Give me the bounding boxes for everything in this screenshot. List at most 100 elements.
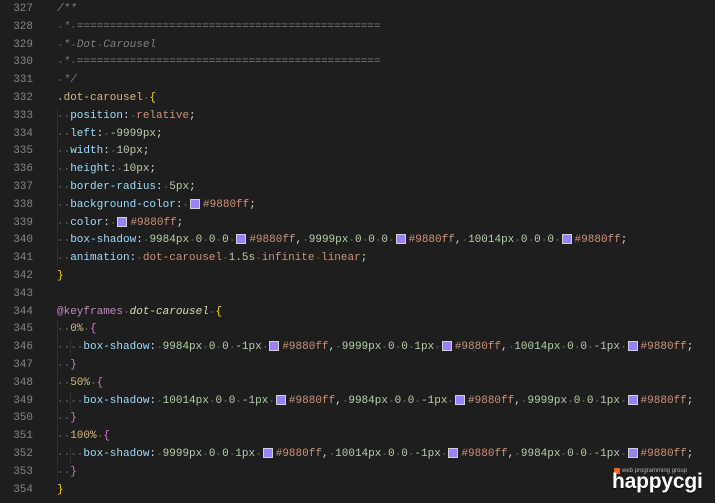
line-content: } — [57, 356, 715, 375]
css-number-value: 0 — [534, 234, 541, 247]
punctuation: ; — [149, 163, 157, 176]
line-number: 331 — [13, 74, 33, 87]
keyframe-selector: 50% — [70, 376, 91, 389]
punctuation: : — [156, 180, 163, 193]
code-line[interactable]: 330 * ==================================… — [0, 54, 715, 72]
code-line[interactable]: 345 0% { — [0, 321, 715, 340]
punctuation: ; — [249, 198, 256, 211]
line-content: box-shadow: 9984px 0 0 0 #9880ff, 9999px… — [57, 232, 715, 251]
color-swatch[interactable] — [561, 234, 572, 245]
code-line[interactable]: 339 color: #9880ff; — [0, 214, 715, 233]
code-line[interactable]: 341 animation: dot-carousel 1.5s infinit… — [0, 250, 715, 268]
color-swatch[interactable] — [627, 394, 638, 405]
color-swatch[interactable] — [455, 394, 466, 405]
code-line[interactable]: 334 left: -9999px; — [0, 125, 715, 144]
whitespace-marker — [83, 323, 91, 336]
line-content: } — [57, 268, 715, 286]
line-number: 351 — [13, 430, 33, 443]
color-swatch[interactable] — [395, 234, 406, 245]
color-swatch[interactable] — [269, 341, 280, 352]
color-swatch[interactable] — [627, 341, 638, 352]
css-number-value: 0 — [381, 234, 389, 247]
whitespace-marker — [202, 447, 209, 460]
whitespace-marker — [567, 394, 574, 407]
code-line[interactable]: 354} — [0, 482, 715, 500]
color-swatch[interactable] — [275, 394, 286, 405]
code-line[interactable]: 344@keyframes dot-carousel { — [0, 304, 715, 322]
code-line[interactable]: 353 } — [0, 463, 715, 482]
css-number-value: -1px — [414, 447, 441, 460]
whitespace-marker — [619, 447, 627, 460]
code-line[interactable]: 348 50% { — [0, 374, 715, 393]
whitespace-marker — [57, 412, 71, 425]
code-line[interactable]: 342} — [0, 268, 715, 286]
css-number-value: 0 — [387, 447, 395, 460]
whitespace-marker — [593, 394, 601, 407]
whitespace-marker — [586, 447, 594, 460]
color-swatch[interactable] — [117, 216, 128, 227]
line-number: 328 — [13, 20, 33, 33]
code-line[interactable]: 327 /** — [0, 1, 715, 19]
bracket: } — [57, 483, 64, 496]
whitespace-marker — [228, 341, 236, 354]
code-line[interactable]: 351 100% { — [0, 428, 715, 446]
color-swatch[interactable] — [262, 447, 273, 458]
bracket-nested: } — [70, 465, 77, 478]
code-line[interactable]: 338 background-color: #9880ff; — [0, 196, 715, 215]
punctuation: ; — [686, 341, 694, 354]
watermark-brand: happycgi — [612, 470, 703, 493]
line-content: * ======================================… — [57, 19, 715, 37]
punctuation: : — [129, 252, 137, 265]
code-line[interactable]: 331 */ — [0, 72, 715, 90]
color-swatch[interactable] — [236, 234, 247, 245]
code-line[interactable]: 343 — [0, 286, 715, 304]
code-line[interactable]: 352 box-shadow: 9999px 0 0 1px #9880ff, … — [0, 445, 715, 464]
whitespace-marker — [461, 234, 469, 247]
css-number-value: 0 — [394, 394, 402, 407]
color-swatch[interactable] — [441, 341, 452, 352]
whitespace-marker — [109, 216, 117, 229]
code-line[interactable]: 335 width: 10px; — [0, 143, 715, 162]
code-line[interactable]: 347 } — [0, 356, 715, 375]
code-line[interactable]: 337 border-radius: 5px; — [0, 178, 715, 197]
line-content: left: -9999px; — [57, 125, 715, 144]
line-number: 346 — [13, 341, 33, 354]
watermark-tagline: web programming group — [622, 468, 688, 474]
hex-color-value: #9880ff — [574, 234, 621, 247]
code-line[interactable]: 328 * ==================================… — [0, 19, 715, 37]
hex-color-value: #9880ff — [468, 394, 515, 407]
color-swatch[interactable] — [190, 198, 201, 209]
code-line[interactable]: 340 box-shadow: 9984px 0 0 0 #9880ff, 99… — [0, 232, 715, 251]
watermark: web programming group happycgi — [612, 465, 712, 499]
code-line[interactable]: 349 box-shadow: 10014px 0 0 -1px #9880ff… — [0, 392, 715, 411]
hex-color-value: #9880ff — [203, 198, 250, 211]
code-line[interactable]: 329 * Dot Carousel — [0, 37, 715, 55]
hex-color-value: #9880ff — [288, 394, 336, 407]
punctuation: : — [103, 216, 110, 229]
comment-text: /** — [57, 3, 77, 15]
code-line[interactable]: 332.dot-carousel { — [0, 90, 715, 108]
whitespace-marker — [57, 430, 71, 443]
css-number-value: 10px — [123, 163, 150, 176]
css-number-value: 0 — [222, 234, 229, 247]
whitespace-marker — [341, 394, 349, 407]
code-line[interactable]: 350 } — [0, 410, 715, 429]
line-content: animation: dot-carousel 1.5s infinite li… — [57, 250, 715, 268]
line-number: 327 — [13, 3, 33, 15]
whitespace-marker — [540, 234, 548, 247]
code-line[interactable]: 336 height: 10px; — [0, 161, 715, 179]
whitespace-marker — [514, 447, 521, 460]
punctuation: : — [136, 234, 143, 247]
color-swatch[interactable] — [627, 447, 638, 458]
line-content: box-shadow: 9984px 0 0 -1px #9880ff, 999… — [57, 339, 715, 357]
line-number: 338 — [13, 198, 33, 211]
line-number: 332 — [13, 91, 33, 104]
code-line[interactable]: 346 box-shadow: 9984px 0 0 -1px #9880ff,… — [0, 339, 715, 357]
css-number-value: 0 — [580, 341, 587, 354]
css-number-value: 0 — [567, 341, 574, 354]
code-line[interactable]: 333 position: relative; — [0, 107, 715, 126]
punctuation: ; — [620, 234, 628, 247]
color-swatch[interactable] — [448, 447, 459, 458]
css-number-value: 0 — [208, 234, 216, 247]
